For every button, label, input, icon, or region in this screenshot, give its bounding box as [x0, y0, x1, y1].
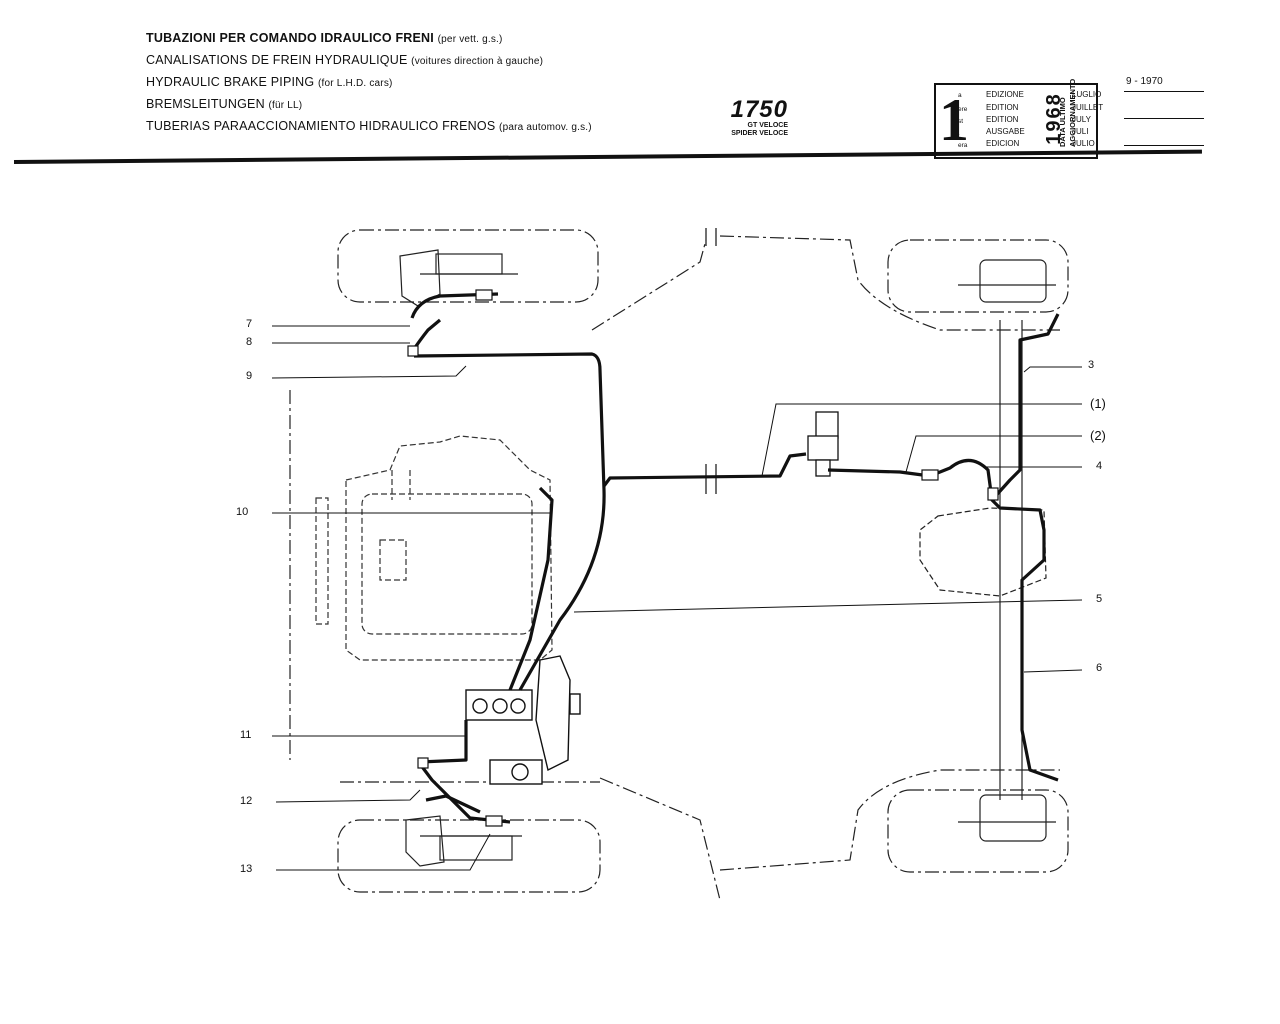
leader-lines	[271, 325, 1083, 871]
pipe-front-right-main	[419, 720, 468, 764]
model-badge: 1750 GT VELOCE SPIDER VELOCE	[698, 98, 788, 138]
edition-label: EDICION	[986, 139, 1020, 148]
edition-month: JUILLET	[1072, 103, 1104, 112]
model-number: 1750	[730, 96, 788, 123]
rear-right-wheel-outline	[887, 789, 1069, 873]
rear-axle	[919, 259, 1056, 842]
master-cylinder-servo	[465, 655, 581, 785]
callout-7: 7	[246, 318, 253, 330]
edition-label: EDITION	[986, 103, 1019, 112]
brake-pressure-regulator	[807, 411, 839, 477]
header-titles: TUBAZIONI PER COMANDO IDRAULICO FRENI (p…	[146, 28, 592, 138]
front-right-wheel-outline	[337, 819, 601, 893]
update-line	[1124, 118, 1204, 119]
update-line	[1124, 145, 1204, 146]
edition-month: JULY	[1072, 115, 1091, 124]
pipe-to-rear-right	[827, 458, 1059, 782]
edition-number: 1	[939, 87, 969, 153]
car-outline	[289, 229, 1069, 901]
title-english: HYDRAULIC BRAKE PIPING (for L.H.D. cars)	[146, 75, 393, 89]
edition-suffix: a	[958, 92, 962, 99]
pipe-front-right-hose	[425, 794, 481, 814]
edition-month: JULIO	[1072, 139, 1095, 148]
edition-suffix: ere	[958, 106, 968, 113]
title-italian: TUBAZIONI PER COMANDO IDRAULICO FRENI (p…	[146, 31, 503, 45]
pipe-front-left-flex	[410, 292, 499, 319]
last-update-date: 9 - 1970	[1126, 76, 1163, 87]
callout-4: 4	[1096, 460, 1103, 472]
callout-6: 6	[1096, 662, 1103, 674]
callout-13: 13	[240, 863, 253, 875]
pipe-fittings	[407, 289, 999, 827]
callout-11: 11	[240, 729, 252, 741]
pipe-to-rear-left	[990, 313, 1060, 502]
engine-outline	[315, 435, 553, 661]
edition-label: EDITION	[986, 115, 1019, 124]
title-german: BREMSLEITUNGEN (für LL)	[146, 97, 303, 111]
edition-month: LUGLIO	[1072, 90, 1102, 99]
edition-suffix: .	[958, 130, 960, 137]
pipe-to-regulator	[602, 452, 807, 487]
brake-pipes	[410, 292, 1060, 824]
model-variant-spider: SPIDER VELOCE	[731, 130, 788, 137]
callout-2: (2)	[1090, 428, 1106, 443]
rear-left-wheel-outline	[887, 239, 1069, 313]
edition-label: EDIZIONE	[986, 90, 1024, 99]
pipe-engine-crossing	[508, 486, 554, 691]
edition-box: 1 a ere st . era EDIZIONE EDITION EDITIO…	[934, 83, 1103, 159]
edition-month: JULI	[1072, 127, 1089, 136]
body-rear-edge	[599, 769, 1060, 901]
edition-suffix: era	[958, 142, 968, 149]
callout-10: 10	[236, 506, 249, 518]
title-spanish: TUBERIAS PARAACCIONAMIENTO HIDRAULICO FR…	[146, 119, 592, 133]
callout-9: 9	[246, 370, 253, 382]
pipe-front-left-main	[413, 352, 606, 691]
section-break-marks	[705, 228, 717, 494]
callout-3: 3	[1088, 359, 1095, 371]
edition-label: AUSGABE	[986, 127, 1025, 136]
callout-1: (1)	[1090, 396, 1106, 411]
callout-5: 5	[1096, 593, 1103, 605]
edition-suffix: st	[958, 118, 964, 125]
callout-12: 12	[240, 795, 253, 807]
front-left-wheel-outline	[337, 229, 599, 303]
update-line	[1124, 91, 1204, 92]
callout-8: 8	[246, 336, 253, 348]
body-front-edge	[591, 235, 1060, 331]
model-variant-gt: GT VELOCE	[747, 122, 788, 129]
title-french: CANALISATIONS DE FREIN HYDRAULIQUE (voit…	[146, 53, 544, 67]
